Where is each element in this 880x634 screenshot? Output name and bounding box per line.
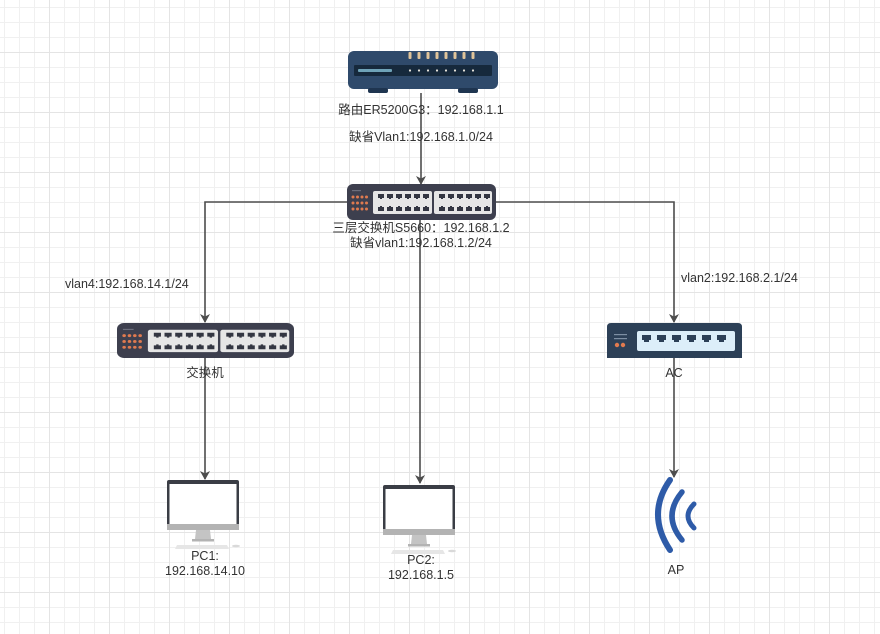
pc1-label-line1: PC1:: [191, 549, 219, 563]
link-label-vlan4: vlan4:192.168.14.1/24: [65, 277, 189, 292]
access-switch-node[interactable]: [117, 323, 294, 358]
desktop-computer-icon: [383, 485, 456, 554]
layer3-switch-icon: [347, 184, 496, 220]
router-label-text: 路由ER5200G3：192.168.1.1: [338, 103, 504, 117]
desktop-computer-icon: [167, 480, 240, 549]
access-switch-label-text: 交换机: [186, 366, 224, 380]
access-switch-label: 交换机: [165, 366, 245, 381]
access-controller-icon: [607, 323, 742, 358]
ap-node[interactable]: [648, 476, 702, 556]
link-core-switch-to-access-switch[interactable]: [200, 201, 348, 323]
link-core-switch-to-ac[interactable]: [495, 201, 679, 323]
router-icon: [348, 51, 498, 93]
router-node[interactable]: [348, 48, 498, 94]
ac-label-text: AC: [665, 366, 683, 380]
pc1-node[interactable]: [165, 479, 245, 551]
link-label-vlan1-text: 缺省Vlan1:192.168.1.0/24: [349, 130, 493, 144]
pc1-label-line2: 192.168.14.10: [165, 564, 245, 578]
core-switch-label-line2: 缺省vlan1:192.168.1.2/24: [350, 236, 492, 250]
pc2-label: PC2: 192.168.1.5: [361, 553, 481, 583]
router-label: 路由ER5200G3：192.168.1.1: [321, 103, 521, 118]
ac-node[interactable]: [607, 322, 742, 358]
wireless-ap-icon: [655, 477, 697, 553]
ap-label-text: AP: [667, 563, 685, 577]
ac-label: AC: [634, 366, 714, 381]
core-switch-label: 三层交换机S5660：192.168.1.2 缺省vlan1:192.168.1…: [311, 221, 531, 251]
link-label-vlan2-text: vlan2:192.168.2.1/24: [681, 271, 798, 285]
link-label-vlan2: vlan2:192.168.2.1/24: [681, 271, 798, 286]
core-switch-node[interactable]: [347, 184, 496, 220]
pc2-label-line2: 192.168.1.5: [387, 568, 455, 582]
link-label-vlan4-text: vlan4:192.168.14.1/24: [65, 277, 189, 291]
pc2-label-line1: PC2:: [407, 553, 435, 567]
pc2-node[interactable]: [381, 484, 461, 556]
ap-label: AP: [636, 563, 716, 578]
link-label-vlan1: 缺省Vlan1:192.168.1.0/24: [321, 130, 521, 145]
core-switch-label-line1: 三层交换机S5660：192.168.1.2: [332, 221, 510, 235]
switch-icon: [117, 323, 294, 358]
pc1-label: PC1: 192.168.14.10: [145, 549, 265, 579]
